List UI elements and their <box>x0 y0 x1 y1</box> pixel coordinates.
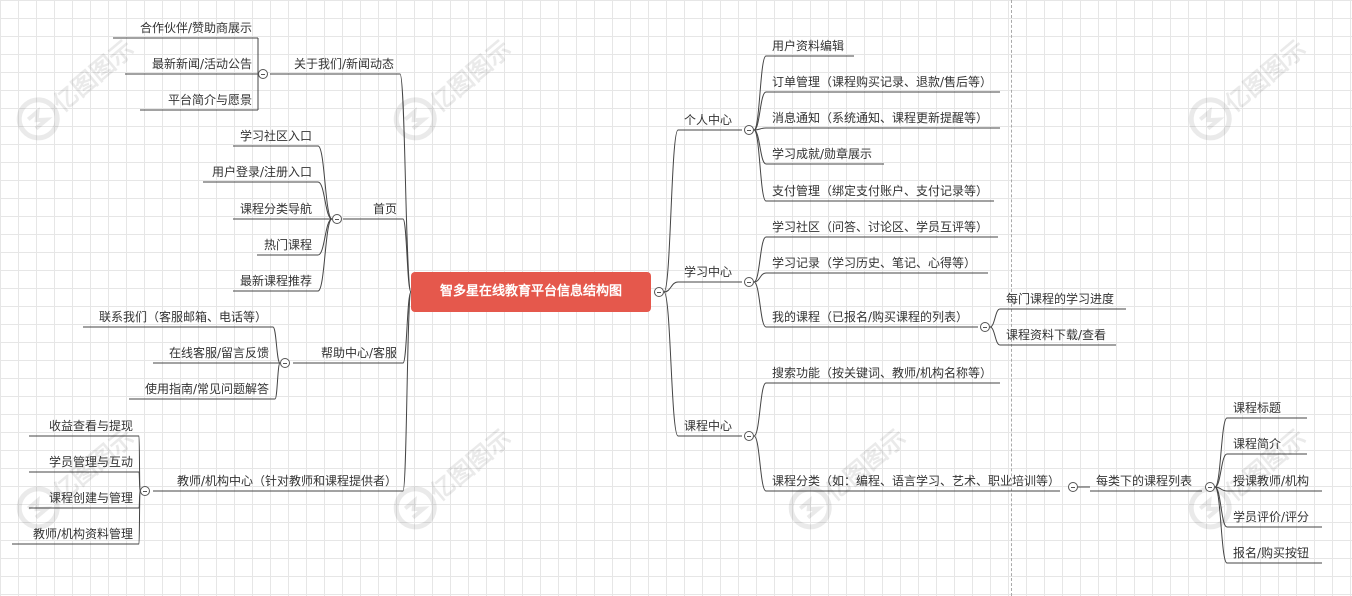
course-list-collapse-toggle[interactable] <box>1205 482 1215 492</box>
leaf-home-1[interactable]: 用户登录/注册入口 <box>211 165 312 179</box>
connector-root-teacher <box>402 291 412 492</box>
connector-study-0 <box>753 236 767 283</box>
connector-teacher-3 <box>138 490 141 545</box>
leaf-home-3[interactable]: 热门课程 <box>263 238 312 252</box>
leaf-help-2[interactable]: 使用指南/常见问题解答 <box>144 382 269 396</box>
connector-personal-4 <box>753 129 767 202</box>
leaf-course-list-3[interactable]: 学员评价/评分 <box>1233 510 1310 524</box>
branch-teacher[interactable]: 教师/机构中心（针对教师和课程提供者） <box>176 474 397 488</box>
leaf-personal-0[interactable]: 用户资料编辑 <box>772 39 845 53</box>
help-collapse-toggle[interactable] <box>280 358 290 368</box>
branch-course[interactable]: 课程中心 <box>684 419 733 433</box>
leaf-home-4[interactable]: 最新课程推荐 <box>239 274 312 288</box>
leaf-help-1[interactable]: 在线客服/留言反馈 <box>168 346 269 360</box>
branch-course-list[interactable]: 每类下的课程列表 <box>1096 474 1193 488</box>
leaf-my-courses-0[interactable]: 每门课程的学习进度 <box>1006 292 1115 306</box>
connector-list-0 <box>1214 417 1228 488</box>
connector-list-1 <box>1214 453 1228 488</box>
leaf-personal-4[interactable]: 支付管理（绑定支付账户、支付记录等） <box>772 184 989 198</box>
connector-mycourses-1 <box>989 326 1001 346</box>
connector-course-category <box>753 435 767 492</box>
leaf-course-list-0[interactable]: 课程标题 <box>1233 401 1282 415</box>
leaf-my-courses-1[interactable]: 课程资料下载/查看 <box>1006 328 1107 342</box>
leaf-help-0[interactable]: 联系我们（客服邮箱、电话等） <box>98 310 267 324</box>
branch-personal[interactable]: 个人中心 <box>684 113 733 127</box>
about-collapse-toggle[interactable] <box>258 69 268 79</box>
connector-help-2 <box>274 362 281 400</box>
category-collapse-toggle[interactable] <box>1068 482 1078 492</box>
connector-root-home <box>402 218 412 293</box>
branch-study[interactable]: 学习中心 <box>684 265 733 279</box>
leaf-study-1[interactable]: 学习记录（学习历史、笔记、心得等） <box>772 256 977 270</box>
branch-course-category[interactable]: 课程分类（如：编程、语言学习、艺术、职业培训等） <box>772 474 1061 488</box>
connector-root-personal <box>663 129 679 293</box>
leaf-course-list-1[interactable]: 课程简介 <box>1233 437 1282 451</box>
leaf-personal-2[interactable]: 消息通知（系统通知、课程更新提醒等） <box>772 111 989 125</box>
connector-root-course <box>663 291 679 437</box>
branch-about[interactable]: 关于我们/新闻动态 <box>293 57 394 71</box>
my-courses-collapse-toggle[interactable] <box>980 322 990 332</box>
leaf-about-2[interactable]: 平台简介与愿景 <box>167 93 252 107</box>
leaf-personal-3[interactable]: 学习成就/勋章展示 <box>772 147 873 161</box>
connector-study-mycourses <box>753 281 767 328</box>
leaf-course-list-4[interactable]: 报名/购买按钮 <box>1233 546 1310 560</box>
leaf-teacher-0[interactable]: 收益查看与提现 <box>48 419 133 433</box>
personal-collapse-toggle[interactable] <box>744 125 754 135</box>
connector-list-4 <box>1214 486 1228 564</box>
leaf-teacher-3[interactable]: 教师/机构资料管理 <box>32 527 133 541</box>
root-collapse-toggle[interactable] <box>654 287 664 297</box>
branch-home[interactable]: 首页 <box>372 202 397 216</box>
leaf-about-1[interactable]: 最新新闻/活动公告 <box>151 57 252 71</box>
connector-personal-2 <box>753 127 767 131</box>
connector-personal-1 <box>753 91 767 131</box>
teacher-collapse-toggle[interactable] <box>140 486 150 496</box>
leaf-course-search[interactable]: 搜索功能（按关键词、教师/机构名称等） <box>772 366 993 380</box>
connector-mycourses-0 <box>989 308 1001 328</box>
leaf-teacher-1[interactable]: 学员管理与互动 <box>48 455 133 469</box>
connector-home-0 <box>317 145 333 220</box>
connector-home-4 <box>317 218 333 292</box>
connector-teacher-1 <box>138 471 141 492</box>
leaf-home-0[interactable]: 学习社区入口 <box>239 129 312 143</box>
leaf-course-list-2[interactable]: 授课教师/机构 <box>1233 474 1310 488</box>
connector-home-3 <box>317 218 333 256</box>
canvas-guide-line <box>1011 0 1012 596</box>
branch-my-courses[interactable]: 我的课程（已报名/购买课程的列表） <box>772 310 969 324</box>
connector-root-about <box>399 73 412 293</box>
leaf-about-0[interactable]: 合作伙伴/赞助商展示 <box>139 21 252 35</box>
connector-root-help <box>402 291 412 364</box>
connector-personal-3 <box>753 129 767 165</box>
course-collapse-toggle[interactable] <box>744 431 754 441</box>
leaf-study-0[interactable]: 学习社区（问答、讨论区、学员互评等） <box>772 220 989 234</box>
connector-course-search <box>753 382 767 437</box>
branch-help[interactable]: 帮助中心/客服 <box>320 346 397 360</box>
connector-help-0 <box>272 326 281 364</box>
leaf-teacher-2[interactable]: 课程创建与管理 <box>48 491 133 505</box>
leaf-home-2[interactable]: 课程分类导航 <box>239 202 312 216</box>
study-collapse-toggle[interactable] <box>744 277 754 287</box>
connector-home-1 <box>317 181 333 220</box>
connector-root-study <box>663 281 679 293</box>
home-collapse-toggle[interactable] <box>332 214 342 224</box>
connector-study-1 <box>753 272 767 283</box>
root-topic[interactable]: 智多星在线教育平台信息结构图 <box>411 272 651 312</box>
leaf-personal-1[interactable]: 订单管理（课程购买记录、退款/售后等） <box>772 75 993 89</box>
